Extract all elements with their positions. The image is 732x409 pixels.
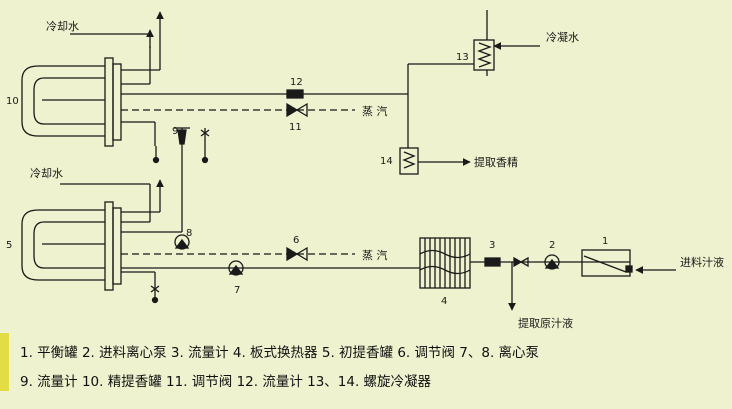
num-7: 7	[234, 285, 240, 296]
label-cooling-water-bottom: 冷却水	[30, 167, 63, 180]
legend: 1. 平衡罐 2. 进料离心泵 3. 流量计 4. 板式换热器 5. 初提香罐 …	[0, 333, 732, 409]
num-8: 8	[186, 228, 192, 239]
condenser-13	[473, 10, 540, 76]
num-3: 3	[489, 240, 495, 251]
drain-valves-top	[152, 128, 210, 164]
num-10: 10	[6, 96, 19, 107]
label-condensing-water: 冷凝水	[546, 30, 579, 44]
label-steam-top: 蒸 汽	[362, 104, 388, 118]
num-5: 5	[6, 240, 12, 251]
condenser-14	[399, 144, 471, 175]
num-14: 14	[380, 156, 393, 167]
tank-10	[21, 11, 164, 147]
label-extract-juice: 提取原汁液	[518, 316, 573, 330]
pump-7	[228, 260, 244, 276]
num-6: 6	[293, 235, 299, 246]
flowmeter-9	[174, 127, 190, 160]
label-steam-bottom: 蒸 汽	[362, 248, 388, 262]
flowmeter-3	[484, 257, 501, 267]
plate-heat-exchanger-4	[419, 237, 471, 289]
num-4: 4	[441, 296, 447, 307]
pump-2	[544, 254, 560, 270]
legend-line-2: 9. 流量计 10. 精提香罐 11. 调节阀 12. 流量计 13、14. 螺…	[20, 374, 432, 390]
valve-6	[286, 246, 308, 262]
label-extract-aroma: 提取香精	[474, 156, 518, 169]
tank-5	[21, 184, 182, 300]
legend-line-1: 1. 平衡罐 2. 进料离心泵 3. 流量计 4. 板式换热器 5. 初提香罐 …	[20, 345, 540, 361]
num-12: 12	[290, 77, 303, 88]
drain-valve-bottom	[150, 285, 160, 304]
num-9: 9	[172, 126, 178, 137]
label-cooling-water-top: 冷却水	[46, 20, 79, 33]
valve-11	[286, 102, 308, 118]
pump-8	[174, 234, 190, 250]
num-2: 2	[549, 240, 555, 251]
num-13: 13	[456, 52, 469, 63]
balance-tank-1	[581, 249, 633, 277]
flowmeter-12	[286, 89, 304, 99]
process-flow-diagram: 冷却水 冷却水 冷凝水 蒸 汽 蒸 汽 提取香精 提取原汁液 进料汁液 1 2 …	[6, 10, 724, 330]
valve-small	[513, 256, 529, 268]
label-feed-juice: 进料汁液	[680, 255, 724, 269]
num-11: 11	[289, 122, 302, 133]
num-1: 1	[602, 236, 608, 247]
legend-accent-bar	[0, 333, 9, 391]
